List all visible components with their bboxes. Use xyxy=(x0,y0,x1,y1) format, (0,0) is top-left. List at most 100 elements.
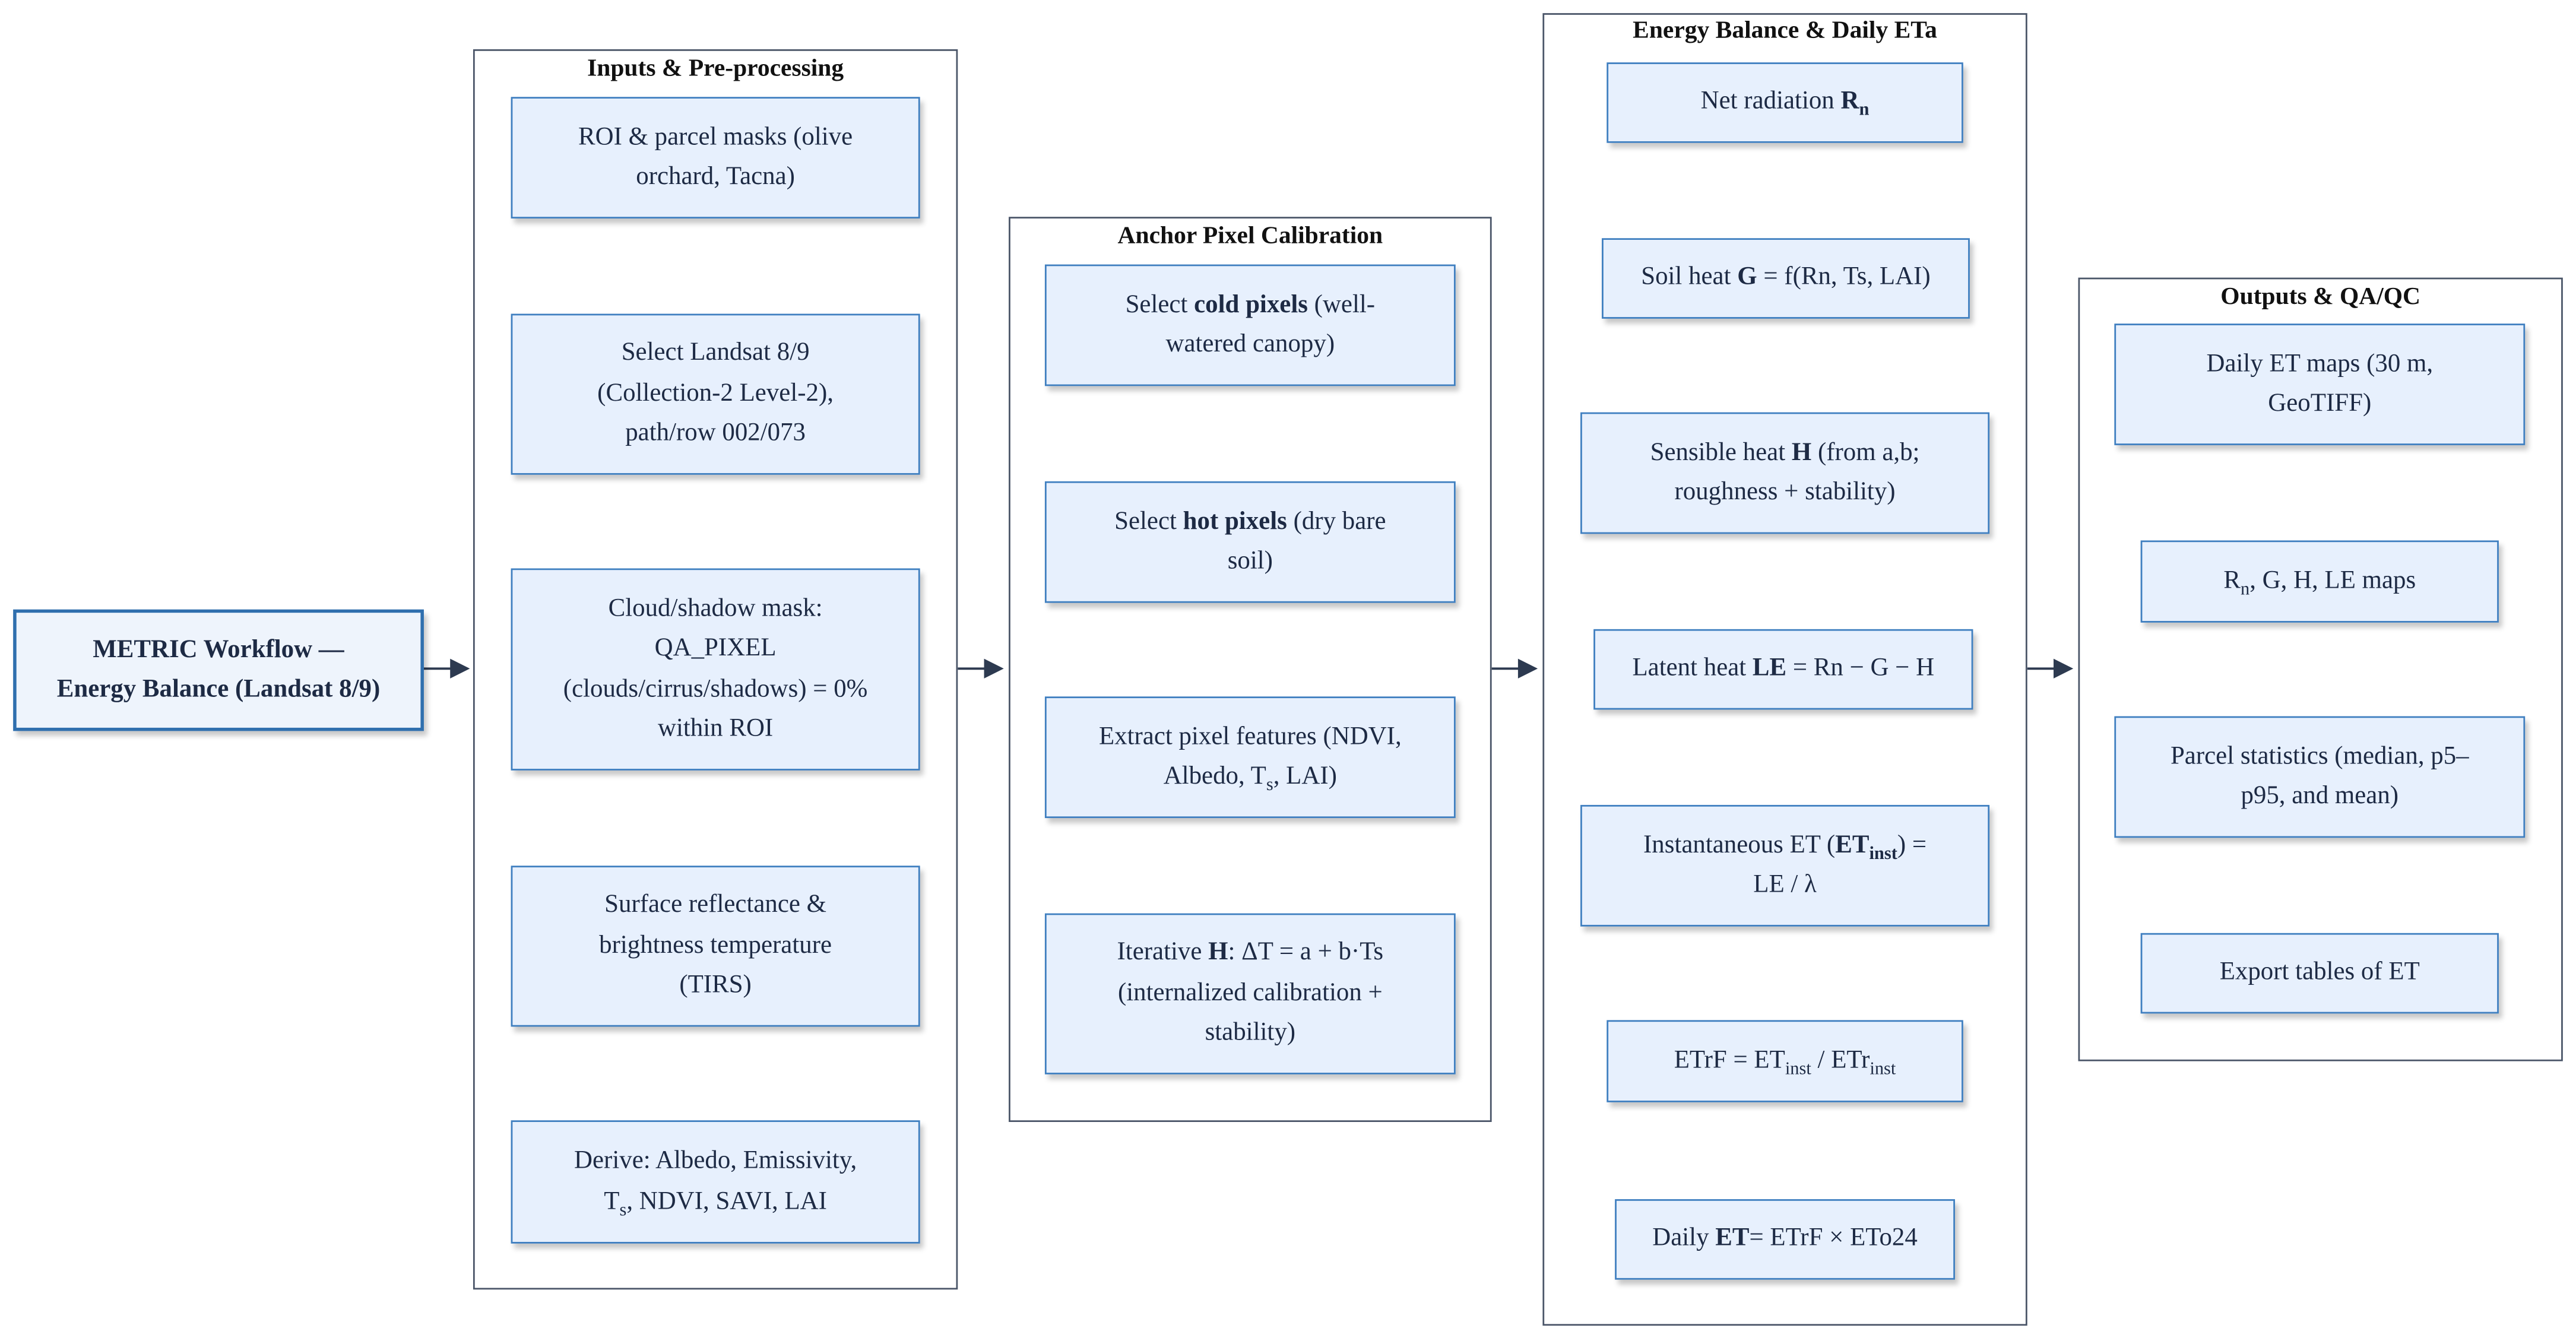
text-segment: / ETr xyxy=(1811,1046,1870,1074)
process-box: Soil heat G = f(Rn, Ts, LAI) xyxy=(1602,238,1970,319)
group-title: Anchor Pixel Calibration xyxy=(1117,223,1383,250)
text-segment: Extract pixel features (NDVI, xyxy=(1098,722,1402,750)
box-text-line: Sensible heat H (from a,b; xyxy=(1650,433,1920,473)
process-box: Surface reflectance & brightness temperat… xyxy=(511,866,920,1027)
text-segment: brightness temperature xyxy=(599,931,832,959)
box-text-line: orchard, Tacna) xyxy=(636,158,795,198)
box-text-line: Select Landsat 8/9 xyxy=(622,334,810,374)
box-text-line: Ts, NDVI, SAVI, LAI xyxy=(604,1182,827,1222)
group-title: Outputs & QA/QC xyxy=(2220,284,2421,311)
text-segment: Select xyxy=(1125,290,1194,318)
box-text-line: Select cold pixels (well- xyxy=(1126,285,1376,325)
text-segment: (TIRS) xyxy=(679,971,752,1000)
text-segment: Surface reflectance & xyxy=(604,890,827,919)
text-segment: , LAI) xyxy=(1273,762,1337,791)
text-segment: ET xyxy=(1835,830,1870,858)
process-box: Export tables of ET xyxy=(2140,933,2499,1014)
text-segment: (clouds/cirrus/shadows) = 0% xyxy=(563,674,868,702)
text-segment: H xyxy=(1208,938,1228,966)
box-text-line: Export tables of ET xyxy=(2220,953,2420,994)
box-text-line: Albedo, Ts, LAI) xyxy=(1164,757,1337,798)
text-segment: = f(Rn, Ts, LAI) xyxy=(1757,263,1931,291)
subscript-text: inst xyxy=(1870,1059,1896,1079)
subscript-text: inst xyxy=(1869,843,1897,864)
text-segment: Cloud/shadow mask: xyxy=(608,594,823,622)
process-box: Derive: Albedo, Emissivity,Ts, NDVI, SAV… xyxy=(511,1120,920,1244)
arrow-right-icon xyxy=(2027,658,2074,679)
text-segment: LE xyxy=(1752,654,1787,683)
text-segment: Select xyxy=(1114,506,1183,535)
text-segment: R xyxy=(2223,566,2241,595)
text-segment: ET xyxy=(1715,1224,1750,1253)
box-text-line: (TIRS) xyxy=(679,966,752,1007)
box-text-line: GeoTIFF) xyxy=(2268,385,2371,425)
text-segment: T xyxy=(604,1187,620,1215)
text-segment: R xyxy=(1840,87,1859,116)
text-segment: soil) xyxy=(1227,547,1273,575)
subscript-text: inst xyxy=(1785,1059,1811,1079)
box-text-line: watered canopy) xyxy=(1166,325,1335,366)
text-segment: Export tables of ET xyxy=(2219,958,2420,987)
text-segment: ROI & parcel masks (olive xyxy=(578,122,853,151)
process-box: ETrF = ETinst / ETrinst xyxy=(1607,1020,1963,1102)
process-box: Select hot pixels (dry bare soil) xyxy=(1044,481,1456,603)
process-box: Parcel statistics (median, p5–p95, and m… xyxy=(2114,716,2526,838)
box-text-line: Select hot pixels (dry bare xyxy=(1114,502,1386,542)
process-box: Select Landsat 8/9(Collection-2 Level-2)… xyxy=(511,313,920,475)
subscript-text: n xyxy=(1859,100,1870,121)
process-box: Sensible heat H (from a,b;roughness + st… xyxy=(1580,412,1990,534)
box-text-line: within ROI xyxy=(658,709,773,750)
box-text-line: (clouds/cirrus/shadows) = 0% xyxy=(563,670,868,710)
group-title: Inputs & Pre-processing xyxy=(587,56,844,83)
start-node-metric-workflow: METRIC Workflow — Energy Balance (Landsat… xyxy=(13,609,424,731)
text-segment: (internalized calibration + xyxy=(1117,978,1383,1007)
text-segment: GeoTIFF) xyxy=(2268,389,2372,417)
box-text-line: Soil heat G = f(Rn, Ts, LAI) xyxy=(1641,258,1930,299)
process-box: ROI & parcel masks (olive orchard, Tacna) xyxy=(511,97,920,219)
subscript-text: s xyxy=(1266,775,1273,795)
text-segment: Latent heat xyxy=(1632,654,1753,683)
box-text-line: Energy Balance (Landsat 8/9) xyxy=(57,670,381,711)
box-text-line: path/row 002/073 xyxy=(625,414,806,455)
process-box: Extract pixel features (NDVI, Albedo, Ts,… xyxy=(1044,696,1456,819)
arrow-right-icon xyxy=(423,658,470,679)
text-segment: = ETrF × ETo24 xyxy=(1749,1224,1918,1253)
box-text-line: Daily ET= ETrF × ETo24 xyxy=(1652,1219,1918,1260)
text-segment: Daily xyxy=(1652,1224,1716,1253)
group-title: Energy Balance & Daily ETa xyxy=(1633,18,1937,45)
box-text-line: QA_PIXEL xyxy=(655,629,777,670)
box-text-line: ETrF = ETinst / ETrinst xyxy=(1674,1041,1896,1082)
text-segment: within ROI xyxy=(658,714,774,743)
process-box: Net radiation Rn xyxy=(1607,62,1963,143)
text-segment: Parcel statistics (median, p5– xyxy=(2170,741,2469,770)
text-segment: Net radiation xyxy=(1700,87,1841,116)
box-text-line: METRIC Workflow — xyxy=(93,630,344,670)
box-text-line: Latent heat LE = Rn − G − H xyxy=(1632,649,1934,690)
text-segment: cold pixels xyxy=(1194,290,1308,318)
box-text-line: (Collection-2 Level-2), xyxy=(597,374,834,414)
box-text-line: Rn, G, H, LE maps xyxy=(2223,562,2416,602)
text-segment: QA_PIXEL xyxy=(654,634,777,663)
box-text-line: Iterative H: ΔT = a + b·Ts xyxy=(1117,933,1384,974)
process-box: Rn, G, H, LE maps xyxy=(2140,540,2499,623)
process-box: Select cold pixels (well-watered canopy) xyxy=(1044,264,1456,386)
process-box: Instantaneous ET (ETinst) =LE / λ xyxy=(1580,804,1990,927)
arrow-right-icon xyxy=(1491,658,1538,679)
process-box: Daily ET maps (30 m, GeoTIFF) xyxy=(2114,324,2526,445)
text-segment: Daily ET maps (30 m, xyxy=(2206,349,2434,378)
text-segment: H xyxy=(1791,438,1812,466)
box-text-line: soil) xyxy=(1228,542,1273,582)
box-text-line: brightness temperature xyxy=(599,926,832,966)
text-segment: hot pixels xyxy=(1183,506,1287,535)
box-text-line: Surface reflectance & xyxy=(604,886,826,926)
text-segment: Soil heat xyxy=(1641,263,1738,291)
text-segment: , G, H, LE maps xyxy=(2249,566,2416,595)
text-segment: (dry bare xyxy=(1287,506,1386,535)
text-segment: Sensible heat xyxy=(1650,438,1792,466)
process-box: Cloud/shadow mask: QA_PIXEL (clouds/cirrus… xyxy=(511,568,920,771)
process-box: Latent heat LE = Rn − G − H xyxy=(1593,629,1973,710)
text-segment: ) = xyxy=(1897,830,1927,858)
box-text-line: Extract pixel features (NDVI, xyxy=(1099,717,1402,757)
text-segment: Energy Balance (Landsat 8/9) xyxy=(56,675,381,703)
